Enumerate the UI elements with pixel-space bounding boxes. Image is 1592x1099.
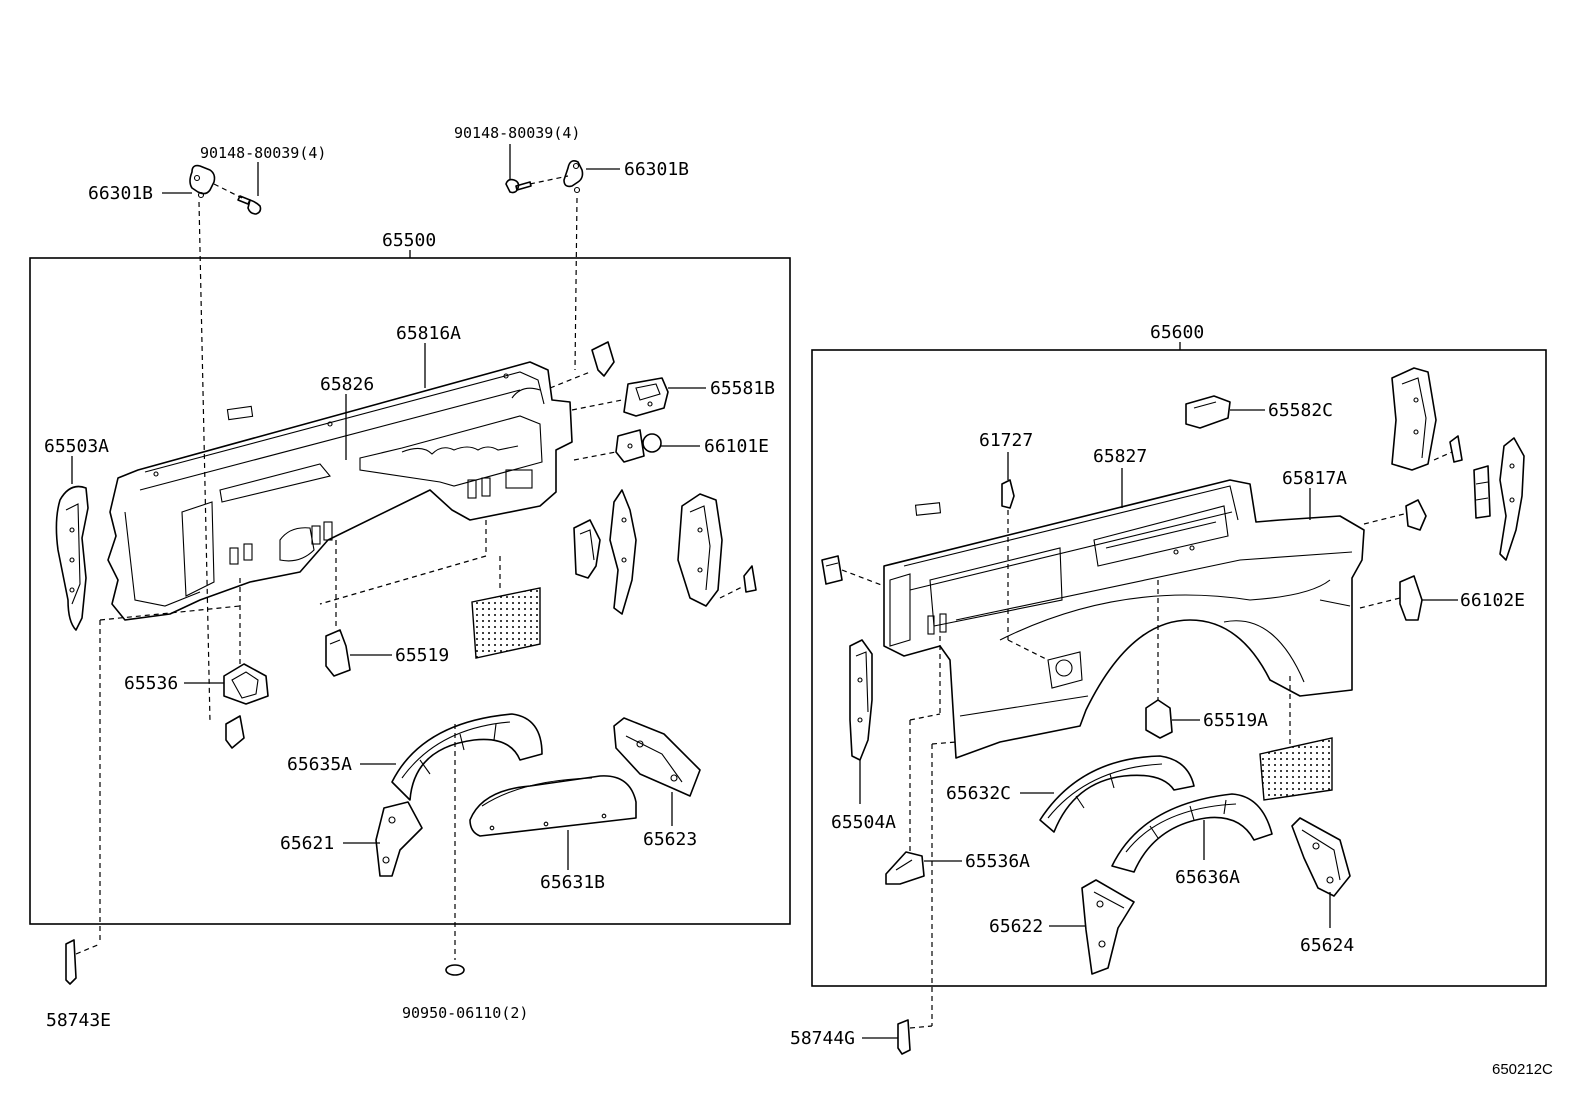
reinforcement-a-icon: [573, 519, 601, 579]
label-65582C: 65582C: [1268, 400, 1333, 421]
assembly-label-left: 65500: [382, 230, 436, 251]
label-65827: 65827: [1093, 446, 1147, 467]
clip-61727-icon: [1001, 479, 1015, 509]
bracket-66102E-icon: [1399, 575, 1423, 621]
label-58744G: 58744G: [790, 1028, 855, 1049]
wheelhouse-inner-left-icon: [469, 775, 637, 837]
sound-pad-left-icon: [471, 587, 541, 659]
bracket-right-upper-c-icon: [1473, 465, 1491, 519]
reinforcement-b-icon: [609, 489, 637, 615]
front-pillar-left-icon: [55, 485, 89, 631]
label-65536A: 65536A: [965, 851, 1030, 872]
bracket-upper-icon: [591, 341, 615, 377]
label-65826: 65826: [320, 374, 374, 395]
bracket-65536-lower-icon: [225, 715, 245, 749]
bracket-65519A-icon: [1145, 699, 1173, 739]
bracket-65536A-icon: [885, 851, 925, 885]
label-65621: 65621: [280, 833, 334, 854]
label-65817A: 65817A: [1282, 468, 1347, 489]
clip-58743E-icon: [65, 939, 77, 985]
label-65623: 65623: [643, 829, 697, 850]
front-pillar-right-icon: [849, 639, 873, 761]
label-66101E: 66101E: [704, 436, 769, 457]
label-61727: 61727: [979, 430, 1033, 451]
hook-right-icon: [563, 160, 584, 194]
label-65632C: 65632C: [946, 783, 1011, 804]
assembly-label-right: 65600: [1150, 322, 1204, 343]
reinforcement-c-icon: [677, 493, 723, 607]
label-65631B: 65631B: [540, 872, 605, 893]
label-65504A: 65504A: [831, 812, 896, 833]
bracket-65536-icon: [223, 663, 269, 705]
label-58743E: 58743E: [46, 1010, 111, 1031]
bolt-left-icon: [237, 195, 262, 215]
hook-left-icon: [189, 164, 216, 199]
right-bed-side-panel-icon: [883, 479, 1365, 759]
gusset-65624-icon: [1291, 817, 1351, 897]
label-bolt-right: 90148-80039(4): [454, 124, 580, 142]
bolt-right-icon: [505, 178, 532, 194]
label-65622: 65622: [989, 916, 1043, 937]
label-hook-right: 66301B: [624, 159, 689, 180]
clip-58744G-icon: [897, 1019, 911, 1055]
wheelhouse-arc-left-icon: [391, 713, 543, 801]
label-65519A: 65519A: [1203, 710, 1268, 731]
label-65816A: 65816A: [396, 323, 461, 344]
sound-pad-right-icon: [1259, 737, 1333, 801]
bracket-right-upper-b-icon: [1449, 435, 1463, 463]
assembly-box-left: [29, 257, 791, 925]
bracket-65582C-icon: [1185, 395, 1231, 429]
label-bolt-left: 90148-80039(4): [200, 144, 326, 162]
label-65624: 65624: [1300, 935, 1354, 956]
wheelhouse-inner-right-icon: [1111, 793, 1273, 873]
gusset-65621-icon: [375, 801, 423, 877]
label-65536: 65536: [124, 673, 178, 694]
bracket-66101E-icon: [615, 429, 662, 463]
wheelhouse-arc-right-icon: [1039, 755, 1195, 833]
figure-code: 650212C: [1492, 1061, 1553, 1078]
gusset-65623-icon: [613, 717, 701, 797]
bracket-right-upper-a-icon: [1391, 367, 1437, 471]
label-65636A: 65636A: [1175, 867, 1240, 888]
assembly-box-right: [811, 349, 1547, 987]
left-bed-side-panel-icon: [107, 361, 573, 621]
grommet-icon: [445, 964, 465, 976]
label-65581B: 65581B: [710, 378, 775, 399]
label-65519: 65519: [395, 645, 449, 666]
small-gusset-left-icon: [743, 565, 757, 593]
label-90950: 90950-06110(2): [402, 1004, 528, 1022]
bracket-65519-icon: [325, 629, 351, 677]
bracket-65581B-icon: [623, 377, 669, 417]
bracket-right-mid-icon: [1405, 499, 1427, 531]
bracket-right-front-icon: [821, 555, 843, 585]
label-hook-left: 66301B: [88, 183, 153, 204]
label-65503A: 65503A: [44, 436, 109, 457]
bracket-right-upper-d-icon: [1499, 437, 1525, 561]
gusset-65622-icon: [1081, 879, 1135, 975]
label-66102E: 66102E: [1460, 590, 1525, 611]
label-65635A: 65635A: [287, 754, 352, 775]
